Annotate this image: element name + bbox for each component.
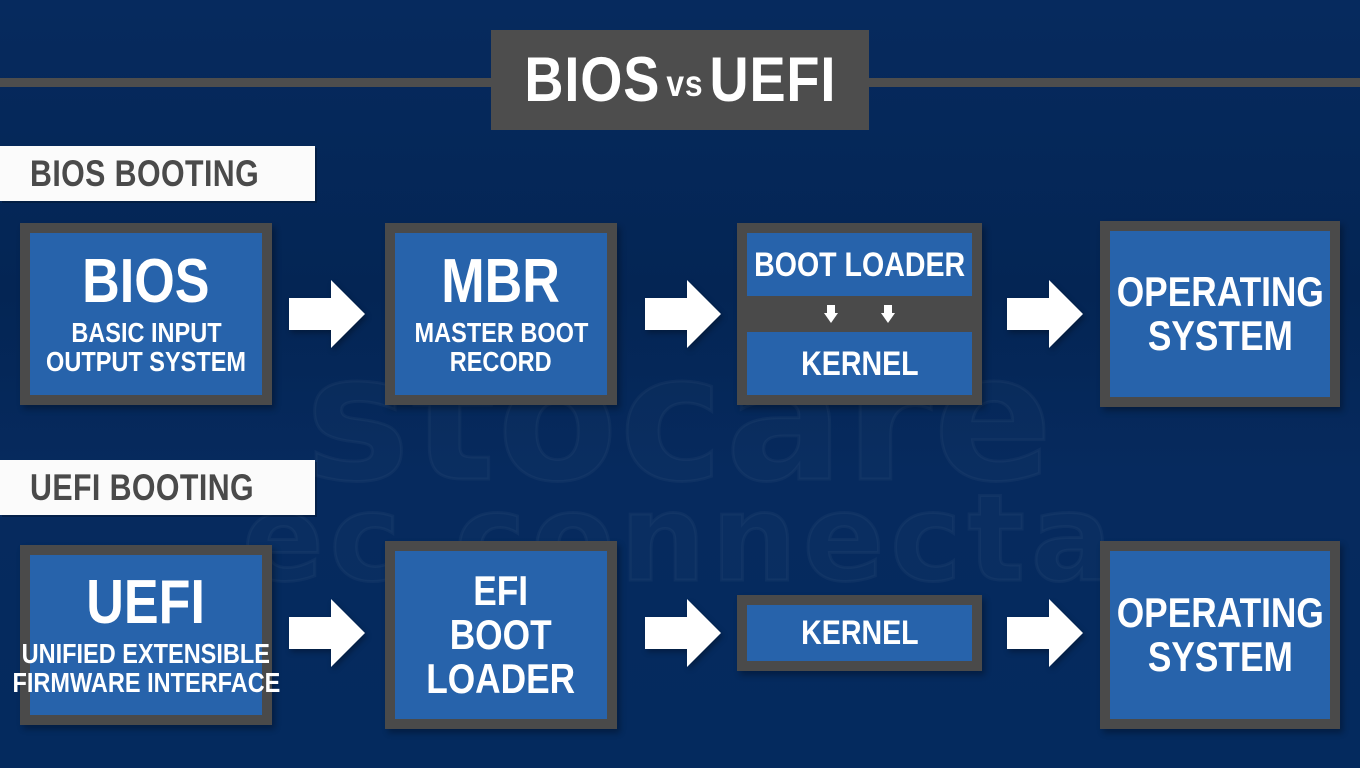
node-efi-line2: BOOT [450,610,552,658]
node-uefi-inner: UEFI UNIFIED EXTENSIBLE FIRMWARE INTERFA… [12,555,280,715]
node-efi-boot-loader-inner: EFI BOOT LOADER [395,551,607,719]
node-os-uefi-line1: OPERATING [1116,588,1324,636]
node-uefi-subline2: FIRMWARE INTERFACE [12,667,280,698]
arrow-down-icon [881,305,895,323]
node-os-bios-line1: OPERATING [1116,267,1324,315]
title-right: UEFI [709,44,836,115]
node-kernel-uefi-label: KERNEL [800,614,919,652]
title-vs: vs [665,62,704,104]
arrow-right-icon [1007,597,1083,669]
section-banner-bios: BIOS BOOTING [0,146,315,201]
node-uefi-subline1: UNIFIED EXTENSIBLE [21,638,271,670]
node-bootloader-kernel-group[interactable]: BOOT LOADER KERNEL [737,223,982,405]
arrow-right-icon [1007,278,1083,350]
node-efi-line3: LOADER [426,655,576,703]
node-efi-line1: EFI [473,566,529,614]
node-operating-system-bios[interactable]: OPERATING SYSTEM [1100,221,1340,407]
arrow-right-icon [645,597,721,669]
node-bios-subline1: BASIC INPUT [70,317,222,349]
node-boot-loader-label: BOOT LOADER [753,245,966,284]
section-banner-uefi-label: UEFI BOOTING [30,467,255,508]
node-bios-inner: BIOS BASIC INPUT OUTPUT SYSTEM [30,233,262,395]
node-bios-title: BIOS [82,247,210,317]
node-efi-boot-loader[interactable]: EFI BOOT LOADER [385,541,617,729]
node-mbr-inner: MBR MASTER BOOT RECORD [395,233,607,395]
node-uefi-title: UEFI [86,568,206,638]
node-operating-system-bios-inner: OPERATING SYSTEM [1110,231,1330,397]
node-boot-loader[interactable]: BOOT LOADER [747,233,972,296]
node-kernel-uefi[interactable]: KERNEL [737,595,982,671]
arrow-right-icon [645,278,721,350]
node-uefi[interactable]: UEFI UNIFIED EXTENSIBLE FIRMWARE INTERFA… [12,545,280,725]
node-operating-system-uefi-inner: OPERATING SYSTEM [1110,551,1330,719]
section-banner-uefi: UEFI BOOTING [0,460,315,515]
title-left: BIOS [524,44,660,115]
node-kernel-bios[interactable]: KERNEL [747,332,972,395]
arrow-down-icon [824,305,838,323]
internal-down-arrows [747,299,972,329]
arrow-right-icon [289,597,365,669]
node-os-bios-line2: SYSTEM [1147,312,1293,359]
node-mbr[interactable]: MBR MASTER BOOT RECORD [385,223,617,405]
node-mbr-subline2: RECORD [450,346,552,377]
node-kernel-uefi-inner: KERNEL [747,605,972,661]
node-bios-subline2: OUTPUT SYSTEM [46,346,246,377]
section-banner-bios-label: BIOS BOOTING [30,153,260,194]
node-kernel-bios-label: KERNEL [800,344,919,383]
bootloader-kernel-wrap: BOOT LOADER KERNEL [747,233,972,395]
node-operating-system-uefi[interactable]: OPERATING SYSTEM [1100,541,1340,729]
node-mbr-subline1: MASTER BOOT [414,317,588,349]
node-os-uefi-line2: SYSTEM [1147,633,1293,680]
node-mbr-title: MBR [441,247,561,317]
node-bios[interactable]: BIOS BASIC INPUT OUTPUT SYSTEM [20,223,272,405]
arrow-right-icon [289,278,365,350]
